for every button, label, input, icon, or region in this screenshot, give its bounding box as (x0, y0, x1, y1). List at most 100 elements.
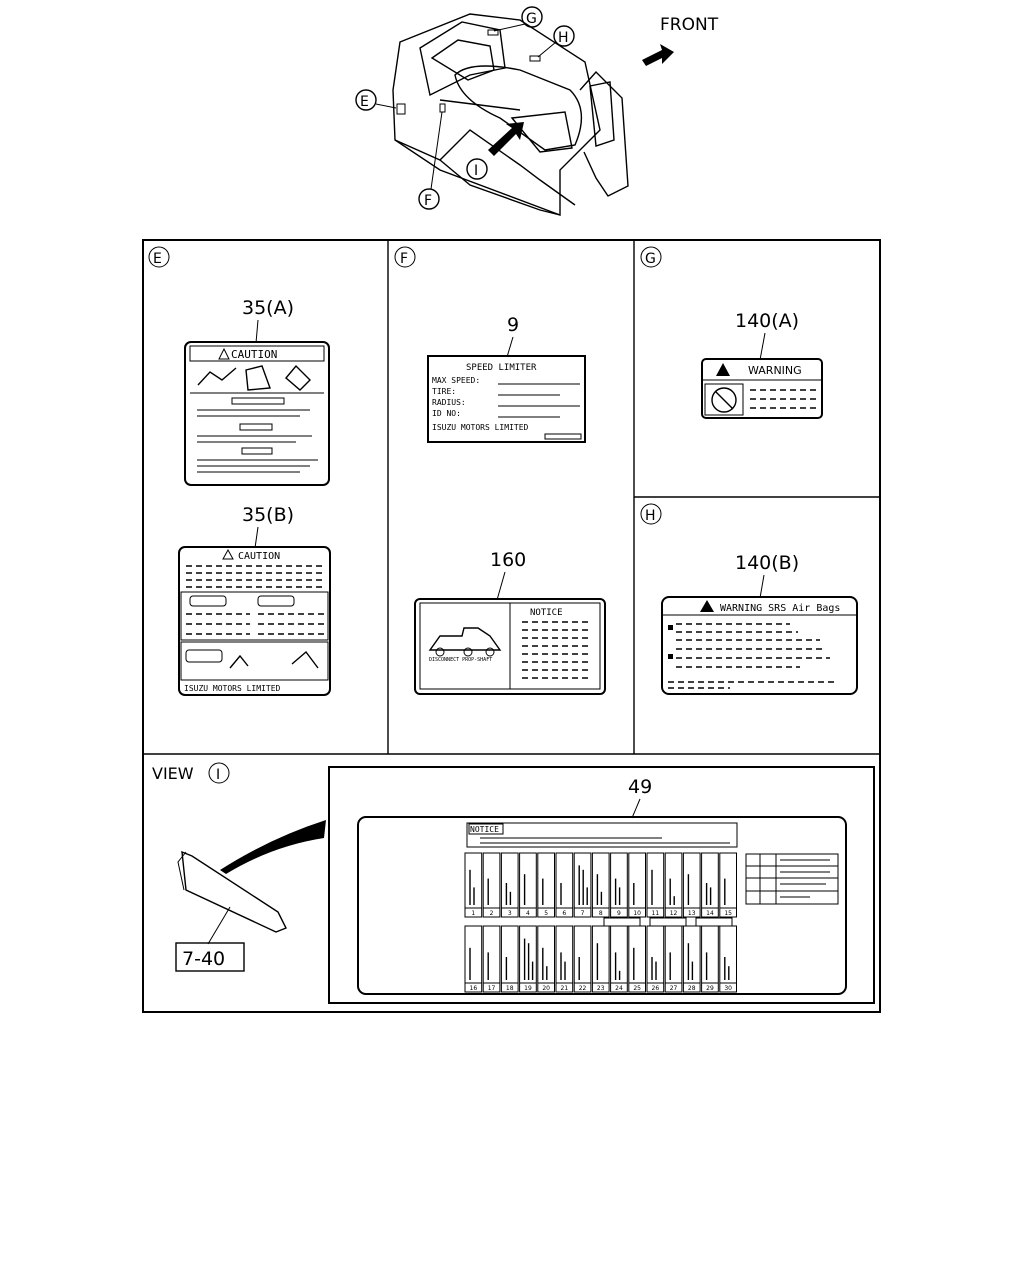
fuse-cell (591, 852, 610, 918)
disconnect-text: DISCONNECT PROP-SHAFT (429, 657, 492, 663)
label-speed-limiter: SPEED LIMITER MAX SPEED: TIRE: RADIUS: I… (427, 355, 586, 443)
fuse-cell (664, 852, 683, 918)
fuse-number: 9 (617, 910, 621, 917)
callout-e: E (360, 94, 369, 110)
fuse-number: 4 (526, 910, 530, 917)
cab-illustration: FRONT E G H I F (355, 6, 719, 217)
panel-f: F 9 SPEED LIMITER MAX SPEED: TIRE: RADIU… (394, 246, 606, 695)
notice-49: NOTICE (470, 825, 499, 834)
fuse-number: 24 (615, 985, 623, 992)
fuse-cell (519, 852, 537, 918)
speed-limiter-maker: ISUZU MOTORS LIMITED (432, 423, 529, 432)
ref-7-40: 7-40 (182, 948, 225, 970)
fuse-cell (646, 925, 665, 993)
speed-row-tire: TIRE: (432, 387, 456, 396)
callout-h: H (558, 30, 569, 46)
fuse-cell (482, 925, 501, 993)
fuse-number: 29 (706, 985, 714, 992)
label-140b: WARNING SRS Air Bags (661, 596, 858, 695)
label-35b: CAUTION ISUZU MOTORS LIMITED (178, 546, 331, 696)
fuse-cell (628, 925, 646, 993)
part-number-35b: 35(B) (242, 504, 294, 526)
fuse-cell (682, 852, 701, 918)
part-number-140b: 140(B) (735, 552, 799, 574)
fuse-cell (664, 925, 683, 993)
fuse-number: 27 (670, 985, 678, 992)
fuse-cell (682, 925, 701, 993)
caution-35a: CAUTION (231, 348, 277, 361)
fuse-number: 11 (652, 910, 660, 917)
fuse-cell (537, 925, 555, 993)
fuse-cell (555, 852, 574, 918)
fuse-number: 19 (524, 985, 532, 992)
fuse-number: 18 (506, 985, 514, 992)
fuse-number: 26 (652, 985, 660, 992)
fuse-cell (464, 925, 483, 993)
fuse-number: 14 (706, 910, 714, 917)
fuse-cell (701, 925, 719, 993)
part-number-9: 9 (507, 314, 519, 336)
fuse-number: 16 (470, 985, 478, 992)
part-number-160: 160 (490, 549, 526, 571)
panel-g: G 140(A) WARNING (640, 246, 823, 419)
part-number-49: 49 (628, 776, 652, 798)
part-number-140a: 140(A) (735, 310, 799, 332)
part-number-35a: 35(A) (242, 297, 294, 319)
fuse-number: 12 (670, 910, 678, 917)
fuse-number: 3 (508, 910, 512, 917)
fuse-cell (555, 925, 574, 993)
fuse-number: 30 (724, 985, 732, 992)
fuse-cell (500, 925, 519, 993)
speed-row-id: ID NO: (432, 409, 461, 418)
panel-e: E 35(A) CAUTION 35(B) (148, 246, 331, 696)
panel-h: H 140(B) WARNING SRS Air Bags (640, 503, 858, 695)
fuse-number: 5 (544, 910, 548, 917)
fuse-number: 10 (633, 910, 641, 917)
fuse-cell (719, 852, 737, 918)
fuse-number: 6 (562, 910, 566, 917)
fuse-number: 21 (561, 985, 569, 992)
fuse-number: 28 (688, 985, 696, 992)
maker-35b: ISUZU MOTORS LIMITED (184, 684, 281, 693)
fuse-number: 7 (581, 910, 585, 917)
fuse-number: 23 (597, 985, 605, 992)
fuse-cell (500, 852, 519, 918)
fuse-cell (628, 852, 646, 918)
fuse-number: 25 (633, 985, 641, 992)
front-label: FRONT (660, 15, 719, 35)
speed-limiter-title: SPEED LIMITER (466, 363, 537, 373)
panel-f-label: F (400, 251, 408, 267)
fuse-number: 20 (542, 985, 550, 992)
callout-f: F (424, 193, 432, 209)
fuse-cell (719, 925, 737, 993)
speed-row-radius: RADIUS: (432, 398, 466, 407)
fuse-cell (610, 852, 628, 918)
fuse-cell (701, 852, 719, 918)
callout-i: I (474, 163, 478, 179)
callout-g: G (526, 11, 537, 27)
fuse-cell (537, 852, 555, 918)
speed-row-max: MAX SPEED: (432, 376, 480, 385)
fuse-number: 17 (488, 985, 496, 992)
panel-g-label: G (645, 251, 656, 267)
panel-grid (142, 239, 881, 1013)
fuse-number: 1 (471, 910, 475, 917)
view-letter: I (216, 767, 220, 783)
fuse-cell (519, 925, 537, 993)
panel-e-label: E (153, 251, 162, 267)
fuse-cell (610, 925, 628, 993)
label-35a: CAUTION (184, 341, 330, 486)
fuse-cell (573, 925, 592, 993)
fuse-cell (464, 852, 483, 918)
panel-h-label: H (645, 508, 656, 524)
fuse-number: 13 (688, 910, 696, 917)
fuse-cell (591, 925, 610, 993)
warning-140b: WARNING SRS Air Bags (720, 603, 840, 614)
fuse-number: 15 (724, 910, 732, 917)
label-notice-160: NOTICE DISCONNECT PROP-SHAFT (414, 598, 606, 695)
notice-160-title: NOTICE (530, 608, 563, 618)
